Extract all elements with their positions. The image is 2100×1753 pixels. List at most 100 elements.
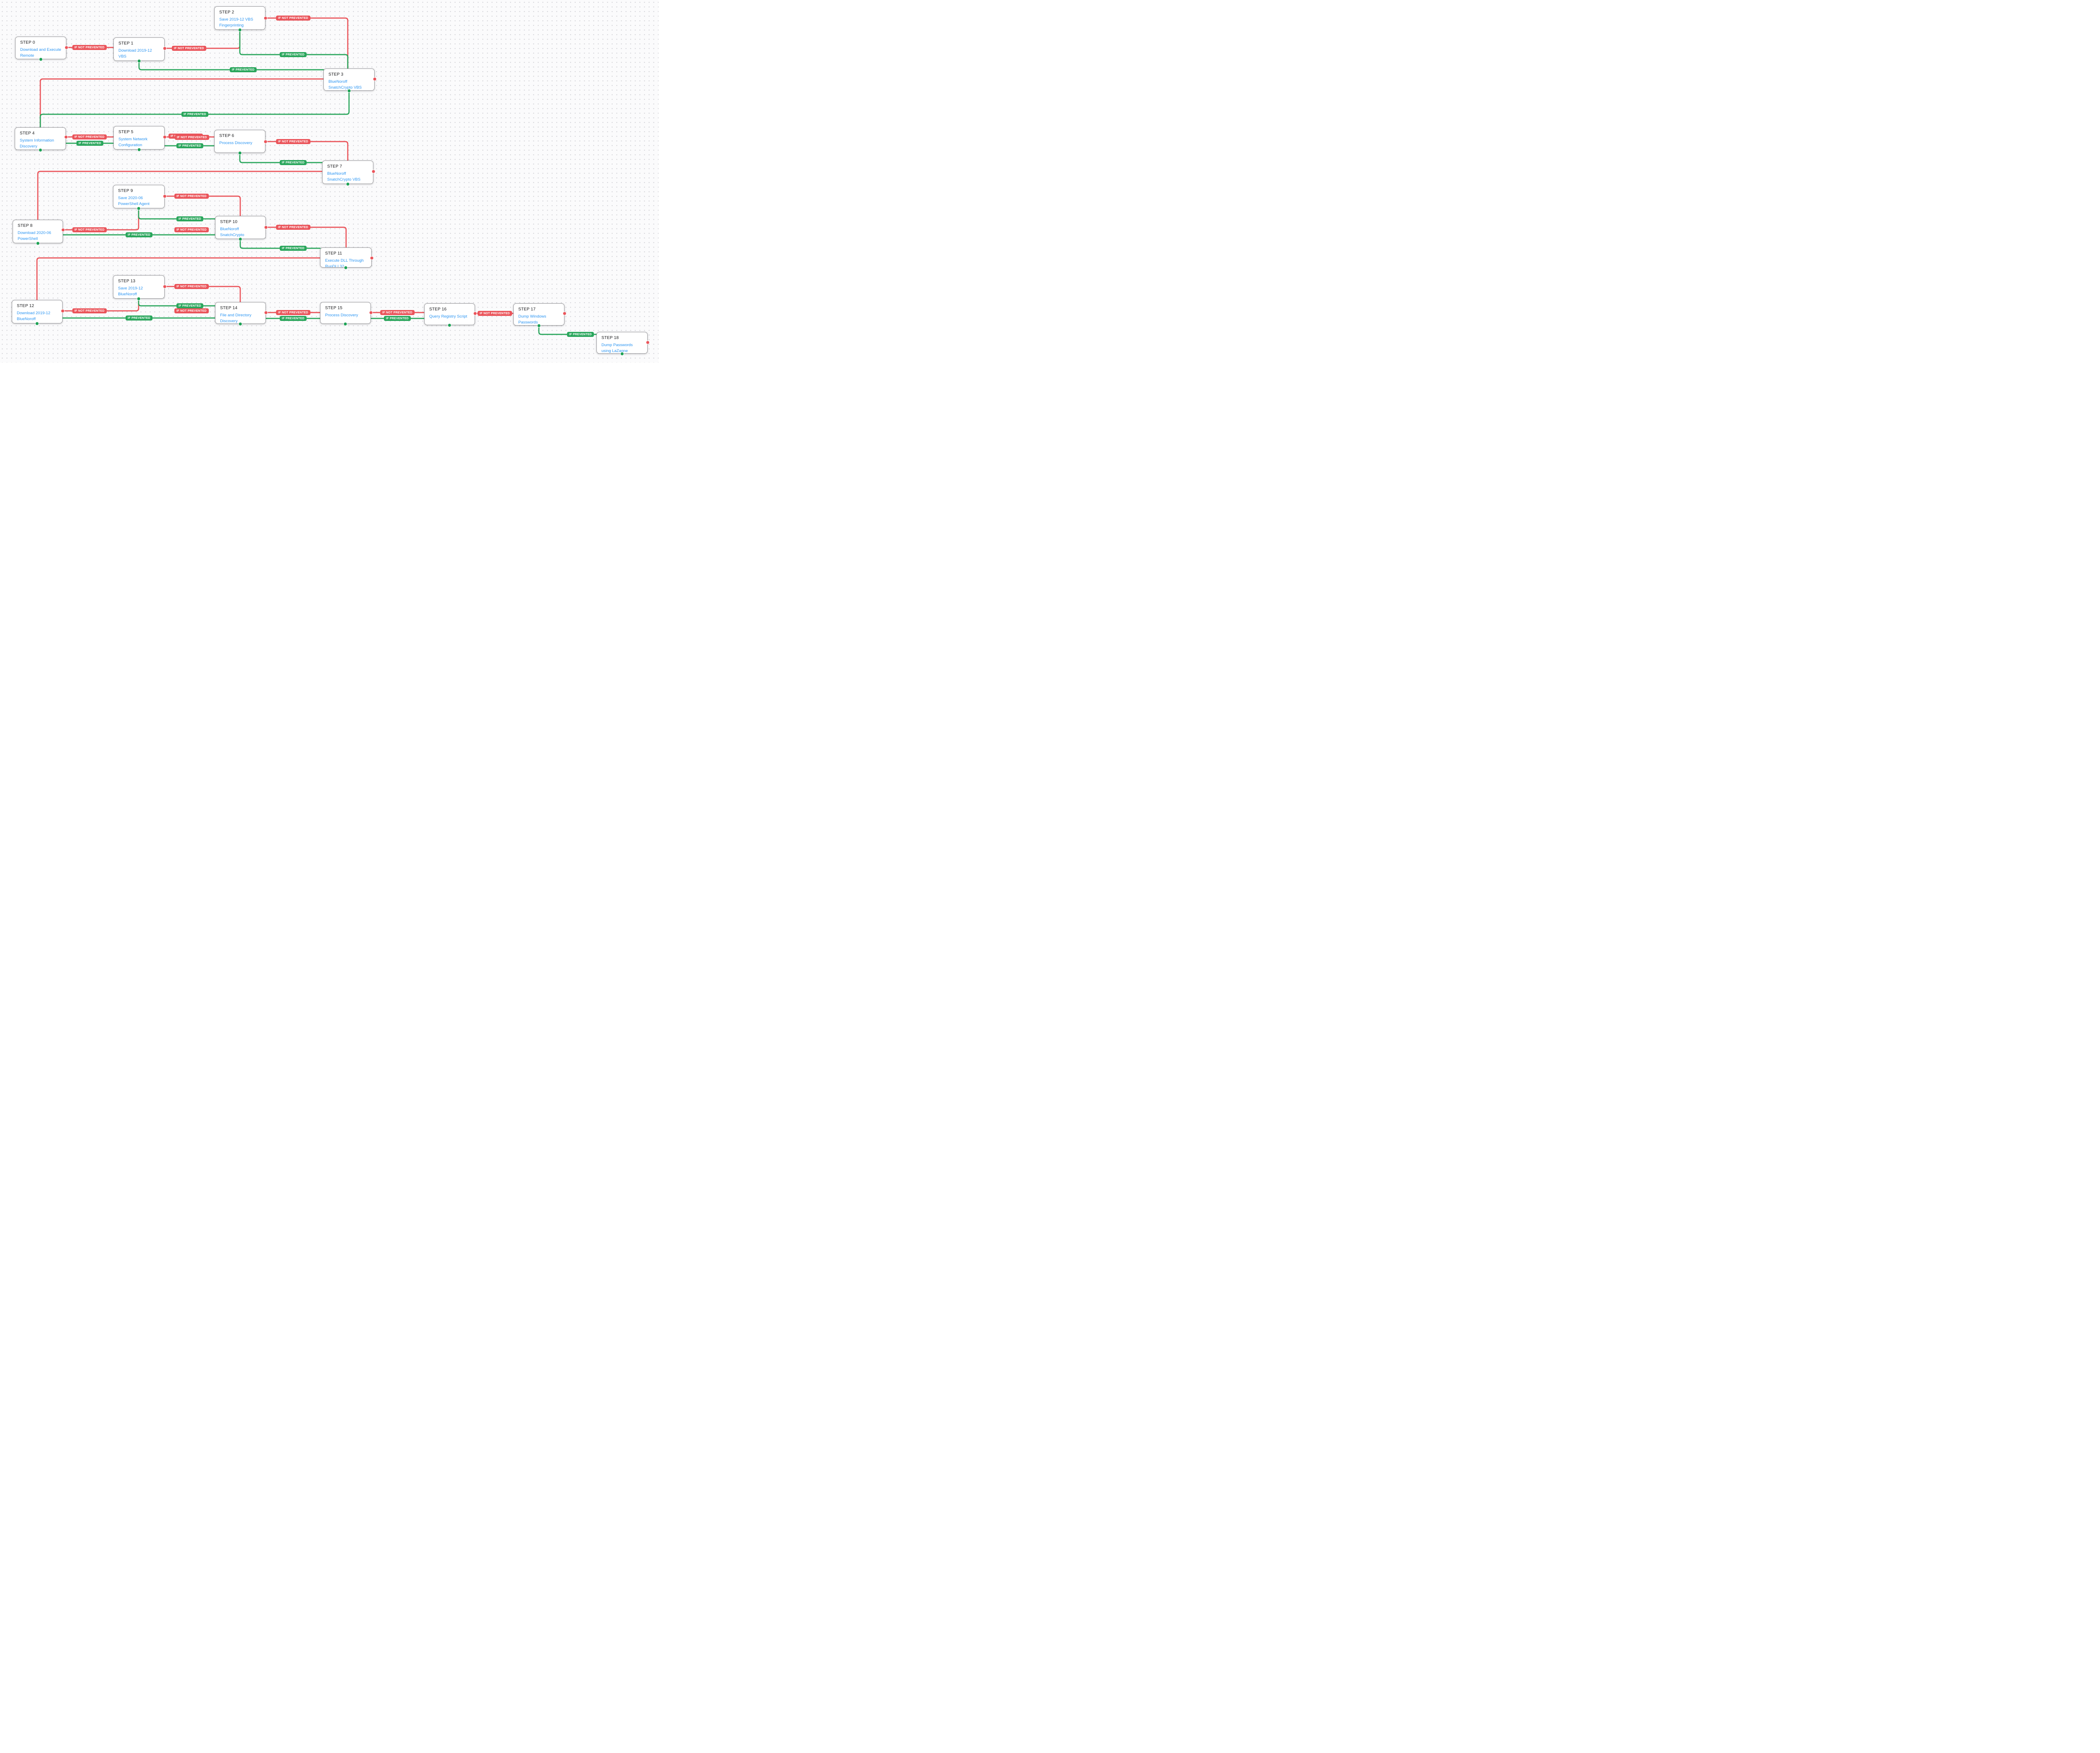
port-green-dot[interactable] [137, 59, 141, 63]
node-step-label: STEP 1 [118, 41, 134, 46]
port-red-dot[interactable] [263, 139, 268, 144]
node-step-label: STEP 13 [118, 279, 136, 284]
edge-if-prevented [138, 298, 216, 307]
node-step-10[interactable]: STEP 10 BlueNoroff SnatchCrypto Backdoor … [215, 216, 266, 239]
edge-if-prevented [138, 208, 216, 220]
port-red-dot[interactable] [373, 77, 377, 81]
port-red-dot[interactable] [163, 46, 167, 50]
node-step-label: STEP 9 [118, 189, 133, 193]
port-red-dot[interactable] [646, 340, 650, 344]
port-red-dot[interactable] [370, 256, 374, 260]
port-red-dot[interactable] [473, 311, 477, 315]
node-step-17[interactable]: STEP 17 Dump Windows Passwords [513, 303, 564, 326]
port-green-dot[interactable] [39, 57, 43, 61]
port-red-dot[interactable] [264, 310, 268, 315]
node-step-label: STEP 12 [17, 304, 34, 308]
node-title: BlueNoroff SnatchCrypto Backdoor POST Re… [220, 227, 244, 238]
node-step-label: STEP 15 [325, 306, 343, 310]
node-step-label: STEP 10 [220, 220, 238, 224]
port-green-dot[interactable] [36, 241, 40, 245]
edge-if-not-prevented [265, 17, 349, 69]
port-red-dot[interactable] [163, 194, 167, 198]
node-step-5[interactable]: STEP 5 System Network Configuration Disco… [113, 126, 165, 150]
port-red-dot[interactable] [264, 225, 268, 229]
node-step-12[interactable]: STEP 12 Download 2019-12 BlueNoroff Backd… [12, 300, 63, 323]
node-title: Dump Passwords using LaZagne [601, 343, 633, 354]
port-red-dot[interactable] [163, 135, 167, 139]
port-red-dot[interactable] [562, 311, 567, 315]
edge-if-prevented [538, 325, 597, 335]
edge-if-not-prevented [36, 257, 373, 301]
port-green-dot[interactable] [238, 322, 242, 326]
node-title: Save 2019-12 VBS Fingerprinting (SnatchC… [219, 17, 253, 29]
port-red-dot[interactable] [371, 169, 375, 173]
port-red-dot[interactable] [64, 45, 68, 50]
node-step-label: STEP 5 [118, 130, 134, 134]
edge-if-not-prevented [37, 171, 374, 221]
port-green-dot[interactable] [343, 322, 347, 326]
node-step-16[interactable]: STEP 16 Query Registry Script [424, 303, 475, 325]
port-red-dot[interactable] [163, 284, 167, 289]
edge-if-not-prevented [265, 226, 347, 248]
port-green-dot[interactable] [238, 151, 242, 155]
port-green-dot[interactable] [136, 206, 141, 210]
node-title: Download 2019-12 BlueNoroff Backdoor (Sn… [17, 311, 50, 323]
node-step-label: STEP 17 [518, 307, 536, 312]
node-title: Save 2019-12 BlueNoroff Backdoor (Snatch… [118, 286, 143, 298]
port-green-dot[interactable] [620, 352, 624, 356]
port-red-dot[interactable] [263, 16, 268, 20]
node-step-label: STEP 16 [429, 307, 447, 312]
edge-if-not-prevented [62, 208, 139, 231]
port-green-dot[interactable] [238, 28, 242, 32]
edge-if-not-prevented [62, 298, 139, 312]
edge-if-prevented [239, 238, 321, 249]
port-green-dot[interactable] [136, 297, 141, 301]
port-green-dot[interactable] [137, 147, 141, 152]
edge-if-prevented [138, 60, 324, 71]
port-red-dot[interactable] [369, 310, 373, 315]
node-step-1[interactable]: STEP 1 Download 2019-12 VBS Fingerprintin… [113, 37, 165, 61]
node-title: Dump Windows Passwords [518, 314, 546, 325]
port-green-dot[interactable] [35, 321, 39, 326]
port-green-dot[interactable] [238, 237, 242, 241]
port-red-dot[interactable] [64, 135, 68, 139]
node-title: Download and Execute Remote Payload with… [20, 47, 61, 58]
node-step-label: STEP 7 [327, 164, 342, 169]
node-step-label: STEP 6 [219, 134, 234, 138]
node-title: Query Registry Script [429, 314, 467, 319]
port-green-dot[interactable] [347, 89, 351, 93]
edge-if-not-prevented [164, 195, 241, 217]
edge-if-not-prevented [39, 78, 375, 128]
port-green-dot[interactable] [346, 182, 350, 186]
port-red-dot[interactable] [60, 309, 65, 313]
node-title: Download 2020-06 PowerShell Agent (Snatc… [18, 231, 55, 243]
port-green-dot[interactable] [38, 148, 42, 152]
port-green-dot[interactable] [447, 323, 452, 327]
port-green-dot[interactable] [344, 265, 348, 270]
node-step-label: STEP 11 [325, 251, 342, 256]
node-step-label: STEP 4 [20, 131, 35, 136]
node-step-4[interactable]: STEP 4 System Information Discovery Scrip… [15, 127, 66, 150]
node-title: Download 2019-12 VBS Fingerprinting (Sna… [118, 48, 152, 60]
edge-if-prevented [239, 152, 323, 163]
port-red-dot[interactable] [61, 228, 65, 232]
edge-if-not-prevented [164, 286, 241, 303]
port-green-dot[interactable] [537, 323, 541, 328]
node-step-13[interactable]: STEP 13 Save 2019-12 BlueNoroff Backdoor … [113, 275, 165, 299]
node-title: System Information Discovery Script [20, 138, 54, 149]
node-step-label: STEP 14 [220, 306, 238, 310]
edge-if-not-prevented [265, 141, 349, 161]
node-title: System Network Configuration Discovery [118, 137, 148, 149]
